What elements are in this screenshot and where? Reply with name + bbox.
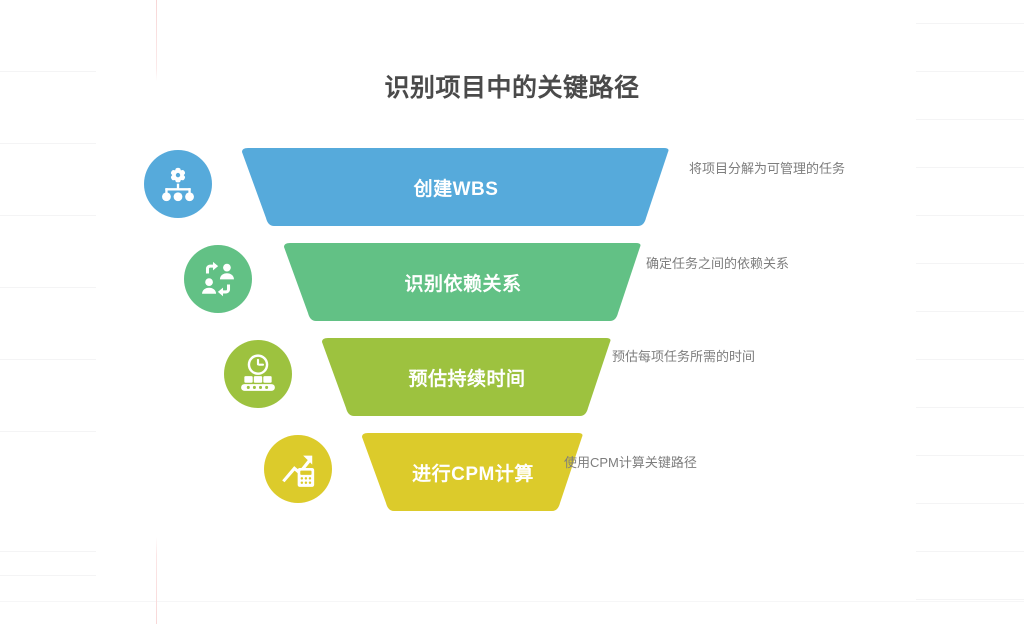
- funnel-stage-description: 将项目分解为可管理的任务: [689, 161, 846, 176]
- funnel-stage-1[interactable]: 创建WBS 将项目分解为可管理的任务: [144, 148, 904, 232]
- background-rule: [916, 551, 1024, 552]
- funnel-diagram: 创建WBS 将项目分解为可管理的任务: [0, 148, 1024, 548]
- background-rule: [0, 71, 96, 72]
- people-exchange-arrows-icon: [184, 245, 252, 313]
- margin-guide-line: [156, 0, 157, 624]
- background-rule: [916, 455, 1024, 456]
- funnel-stage-3[interactable]: 预估持续时间 预估每项任务所需的时间: [224, 338, 884, 422]
- background-rule: [0, 551, 96, 552]
- page-title: 识别项目中的关键路径: [384, 74, 640, 102]
- background-rule: [916, 503, 1024, 504]
- funnel-stage-2[interactable]: 识别依赖关系 确定任务之间的依赖关系: [184, 243, 884, 327]
- funnel-band-4: 进行CPM计算: [354, 433, 592, 511]
- background-rule: [0, 287, 96, 288]
- background-rule: [0, 215, 96, 216]
- funnel-band-2: 识别依赖关系: [276, 243, 650, 321]
- background-rule: [916, 215, 1024, 216]
- background-rule: [0, 575, 96, 576]
- funnel-stage-description: 预估每项任务所需的时间: [612, 349, 756, 364]
- background-rule: [916, 359, 1024, 360]
- background-rule: [0, 143, 96, 144]
- background-rule: [916, 71, 1024, 72]
- wbs-hierarchy-gear-icon: [144, 150, 212, 218]
- background-rule: [0, 359, 96, 360]
- funnel-band-3: 预估持续时间: [314, 338, 620, 416]
- background-rule: [916, 119, 1024, 120]
- background-rule: [916, 23, 1024, 24]
- clock-conveyor-belt-icon: [224, 340, 292, 408]
- background-rule: [916, 311, 1024, 312]
- funnel-band-1: 创建WBS: [234, 148, 678, 226]
- background-rule: [916, 407, 1024, 408]
- background-rule: [0, 431, 96, 432]
- funnel-stage-4[interactable]: 进行CPM计算 使用CPM计算关键路径: [264, 433, 884, 517]
- funnel-stage-description: 确定任务之间的依赖关系: [646, 256, 790, 271]
- background-rule: [916, 263, 1024, 264]
- funnel-stage-description: 使用CPM计算关键路径: [564, 455, 697, 470]
- background-rule: [916, 167, 1024, 168]
- trend-arrow-calculator-icon: [264, 435, 332, 503]
- background-rule: [916, 599, 1024, 600]
- background-rule: [0, 601, 1024, 602]
